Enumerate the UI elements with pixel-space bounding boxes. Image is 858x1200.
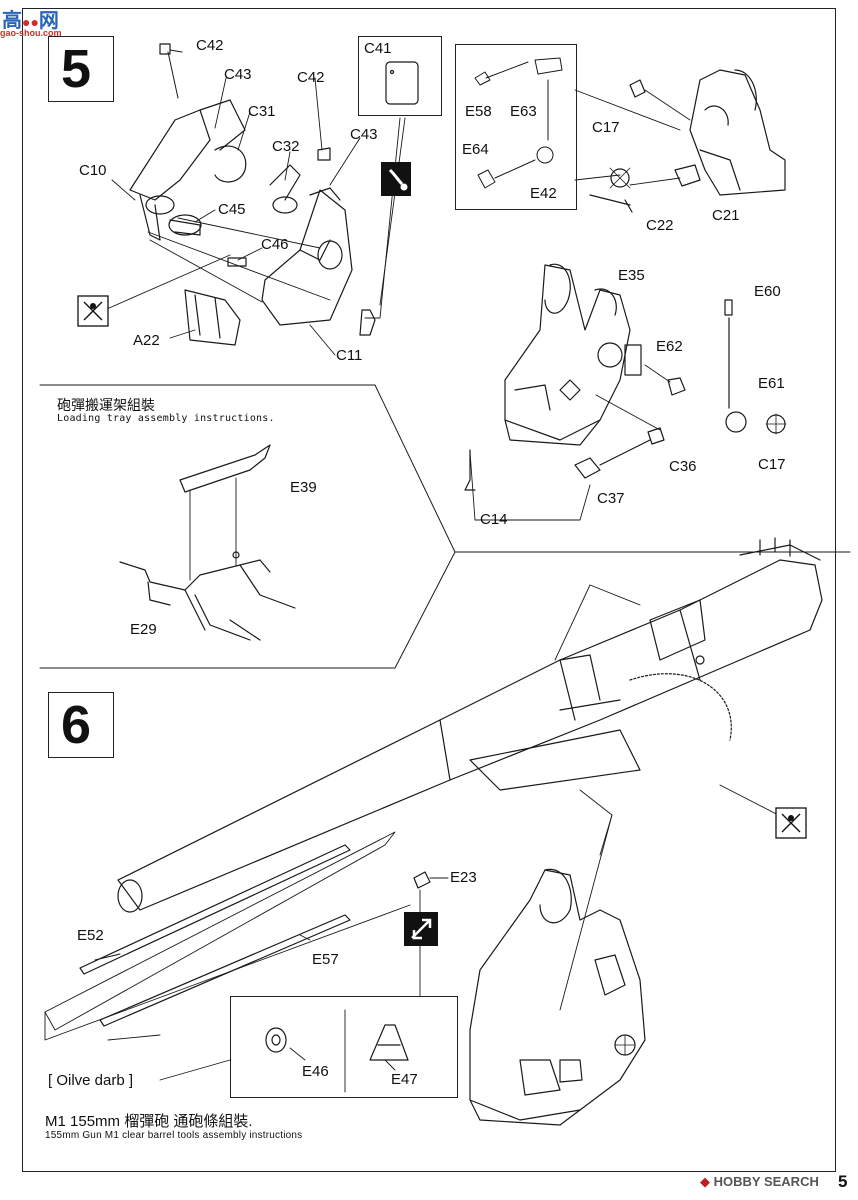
part-label: E39 [290, 479, 317, 496]
part-label: A22 [133, 332, 160, 349]
cleaning-rods [44, 831, 411, 1041]
part-label: E35 [618, 267, 645, 284]
part-label: C43 [350, 126, 378, 143]
carriage-mid-right [464, 263, 787, 521]
watermark-top: 高●●网 [2, 4, 59, 33]
subassembly-a-parts [474, 57, 681, 189]
loading-tray-parts [119, 444, 296, 641]
loading-tray-panel [39, 384, 456, 669]
part-label: E46 [302, 1063, 329, 1080]
paint-color-note: [ Oilve darb ] [48, 1072, 134, 1089]
part-label: C22 [646, 217, 674, 234]
part-label: C41 [364, 40, 392, 57]
part-label: E61 [758, 375, 785, 392]
part-label: C37 [597, 490, 625, 507]
carriage-top-right [589, 69, 786, 213]
part-label: C31 [248, 103, 276, 120]
caption-cn: M1 155mm 榴彈砲 通砲條組裝. [45, 1113, 253, 1130]
e46-e47-parts [265, 1024, 409, 1071]
part-label: C14 [480, 511, 508, 528]
page-number: 5 [838, 1172, 848, 1191]
part-label: C17 [592, 119, 620, 136]
part-label: E47 [391, 1071, 418, 1088]
part-label: E23 [450, 869, 477, 886]
carriage-bottom [469, 868, 646, 1126]
part-label: E29 [130, 621, 157, 638]
c41-inset [358, 36, 442, 116]
subassembly-a-box [455, 44, 577, 210]
part-label: E63 [510, 103, 537, 120]
part-label: C11 [336, 347, 363, 364]
e23-parts [344, 871, 449, 1093]
part-label: C36 [669, 458, 697, 475]
hobby-search-logo-icon: ◆ [700, 1174, 710, 1189]
flip-over-icon [404, 912, 438, 946]
part-label: C45 [218, 201, 246, 218]
step-number: 6 [61, 695, 92, 755]
part-label: E57 [312, 951, 339, 968]
loading-tray-title-cn: 砲彈搬運架組裝 [57, 397, 155, 413]
watermark-bottom: ◆ HOBBY SEARCH [700, 1174, 819, 1190]
step-number: 5 [61, 39, 92, 99]
part-label: C32 [272, 138, 300, 155]
watermark-top-url: gao-shou.com [0, 28, 62, 38]
watermark-top-cn: 高 [2, 10, 22, 32]
part-label: C10 [79, 162, 107, 179]
part-label: E64 [462, 141, 489, 158]
part-label: E52 [77, 927, 104, 944]
page-border [22, 8, 836, 1172]
part-label: E42 [530, 185, 557, 202]
part-label: E62 [656, 338, 683, 355]
part-label: E60 [754, 283, 781, 300]
step6-leader-lines [554, 584, 789, 1011]
caption-en: 155mm Gun M1 clear barrel tools assembly… [45, 1130, 303, 1141]
step5-leader-lines [99, 49, 361, 356]
watermark-bottom-text: HOBBY SEARCH [713, 1174, 819, 1189]
cement-not-required-icon [77, 295, 109, 327]
step-6-box: 6 [48, 692, 114, 758]
part-label: C43 [224, 66, 252, 83]
step-5-box: 5 [48, 36, 114, 102]
part-label: C17 [758, 456, 786, 473]
cut-remove-icon [775, 807, 807, 839]
watermark-top-dots: ●● [22, 14, 39, 30]
carriage-left-exploded [129, 43, 376, 346]
part-label: C46 [261, 236, 289, 253]
watermark-top-rest: 网 [38, 10, 59, 32]
glue-drop-icon [381, 162, 411, 196]
part-label: C21 [712, 207, 740, 224]
part-label: C42 [196, 37, 224, 54]
part-label: E58 [465, 103, 492, 120]
part-label: C42 [297, 69, 325, 86]
loading-tray-title-en: Loading tray assembly instructions. [57, 413, 275, 424]
gun-barrel [117, 537, 823, 913]
